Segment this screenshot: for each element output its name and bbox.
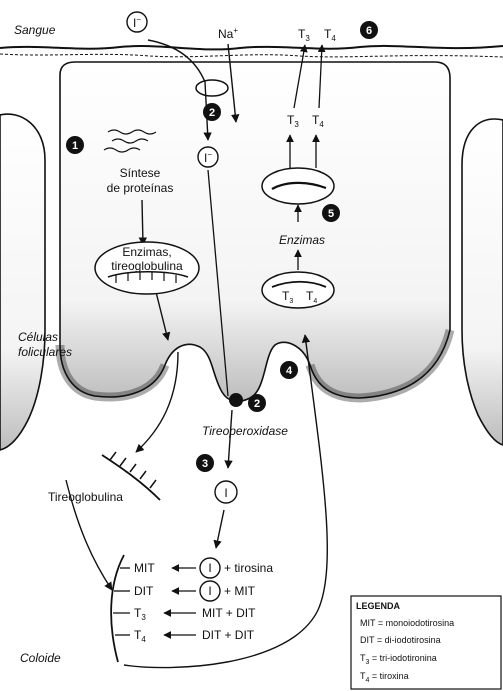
label-enzymes: Enzimas [279,233,325,247]
reactant-t3: MIT + DIT [202,606,256,620]
colloid-thyroglobulin-teeth [110,452,156,488]
symporter-channel [196,80,228,96]
synthesis-to-vesicle-arrow [142,200,143,245]
svg-text:1: 1 [72,140,78,152]
follicular-cell-left [0,114,45,450]
label-vesicle-line1: Enzimas, [122,245,171,259]
reactant-t4: DIT + DIT [202,628,255,642]
legend-title: LEGENDA [356,601,401,611]
label-cells-line1: Células [18,330,58,344]
step-badge-2b: 2 [248,394,266,412]
label-synthesis-line2: de proteínas [107,181,174,195]
step-badge-6: 6 [360,21,378,39]
product-dit: DIT [134,584,154,598]
legend-box: LEGENDA MIT = monoiodotirosina DIT = di-… [351,596,501,689]
iodine-colloid-symbol: I [224,486,227,500]
step-badge-4: 4 [280,361,298,379]
svg-text:3: 3 [202,458,208,470]
legend-item-dit: DIT = di-iodotirosina [360,635,441,645]
follicular-cell-central [60,62,450,401]
label-cells-line2: foliculares [18,345,72,359]
iodine-dit-symbol: I [208,584,211,598]
endocytic-vesicle [262,272,334,308]
iodination-arrow [216,510,224,548]
svg-text:6: 6 [366,25,372,37]
reaction-chain-backbone [111,555,124,662]
svg-text:5: 5 [328,208,334,220]
legend-item-mit: MIT = monoiodotirosina [360,618,454,628]
peroxidase-site [229,393,243,407]
blood-region [0,0,503,50]
svg-text:2: 2 [209,107,215,119]
label-blood: Sangue [14,23,56,37]
product-t4: T4 [134,628,146,644]
label-thyroglobulin: Tireoglobulina [48,490,123,504]
step-badge-2a: 2 [203,103,221,121]
basement-membrane [0,54,503,57]
product-mit: MIT [134,561,155,575]
reactant-mit: + tirosina [224,561,273,575]
follicular-cell-right [462,119,503,445]
step-badge-1: 1 [66,136,84,154]
label-peroxidase: Tireoperoxidase [202,424,288,438]
step-badge-3: 3 [196,454,214,472]
iodine-mit-symbol: I [208,561,211,575]
product-t3: T3 [134,606,146,622]
svg-text:4: 4 [286,365,293,377]
label-vesicle-line2: tireoglobulina [111,259,183,273]
label-colloid: Coloide [20,651,61,665]
oxidation-arrow [228,410,232,468]
reactant-dit: + MIT [224,584,256,598]
svg-text:2: 2 [254,398,260,410]
step-badge-5: 5 [322,204,340,222]
label-synthesis-line1: Síntese [120,166,161,180]
